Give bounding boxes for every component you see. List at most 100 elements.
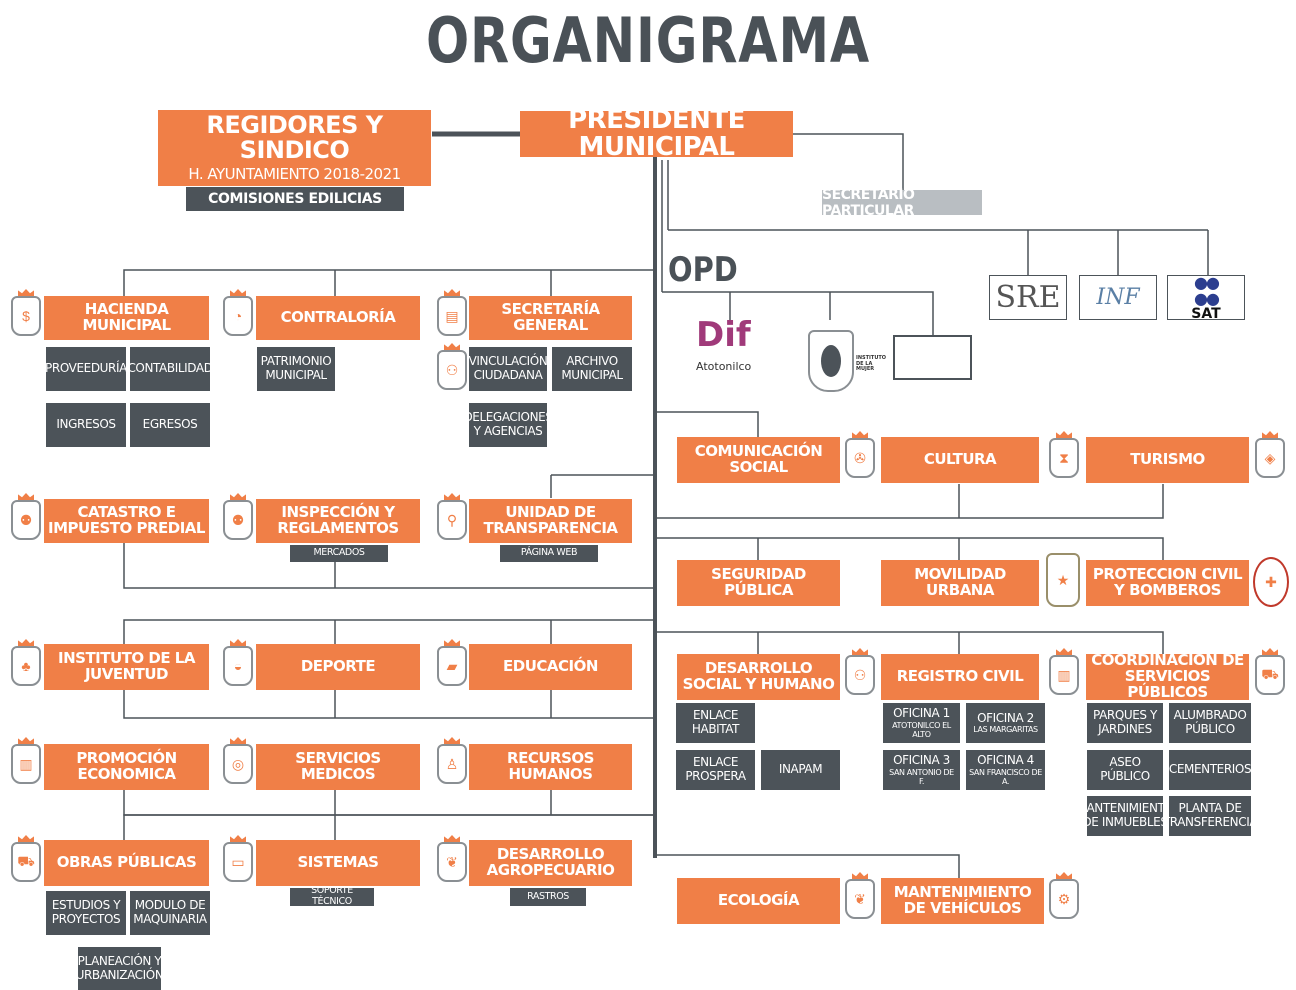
servicios-publicos-box[interactable]: COORDINACIÓN DE SERVICIOS PÚBLICOS [1086,653,1249,700]
archivo-box[interactable]: ARCHIVO MUNICIPAL [552,347,632,391]
soporte-box[interactable]: SOPORTE TÉCNICO [290,885,374,907]
desarrollo-social-box[interactable]: DESARROLLO SOCIAL Y HUMANO [677,654,840,700]
wheat-icon: ❦ [437,842,467,882]
movilidad-box[interactable]: MOVILIDAD URBANA [881,560,1039,606]
ecologia-box[interactable]: ECOLOGÍA [677,878,840,924]
enlace-prospera-box[interactable]: ENLACE PROSPERA [676,750,755,790]
sre-box[interactable]: SRE [989,275,1067,320]
tree-icon: ♣ [11,646,41,686]
turismo-box[interactable]: TURISMO [1086,437,1249,483]
estudios-box[interactable]: ESTUDIOS Y PROYECTOS [46,891,126,935]
oficina1-label: OFICINA 1 [893,705,950,720]
proteccion-box[interactable]: PROTECCION CIVIL Y BOMBEROS [1086,560,1249,606]
planeacion-box[interactable]: PLANEACIÓN Y URBANIZACIÓN [76,947,164,990]
police-badge-icon: ★ [1046,553,1080,607]
sistemas-box[interactable]: SISTEMAS [256,840,420,886]
enlace-habitat-box[interactable]: ENLACE HABITAT [676,703,755,743]
camera-icon: ✇ [845,438,875,478]
registry-book-icon: ▥ [1049,655,1079,695]
bar-chart-icon: ▥ [11,744,41,784]
regidores-box[interactable]: REGIDORES Y SINDICO H. AYUNTAMIENTO 2018… [158,110,431,186]
dif-logo-sub: Atotonilco [696,360,752,373]
desarrollo-agro-box[interactable]: DESARROLLO AGROPECUARIO [469,840,632,886]
inspector-icon: ⚉ [223,500,253,540]
oficina4-label: OFICINA 4 [977,752,1034,767]
instituto-mujer-label: INSTITUTO DE LA MUJER [856,355,887,372]
cultura-box[interactable]: CULTURA [881,437,1039,483]
oficina1-loc: ATOTONILCO EL ALTO [892,720,951,739]
people-icon: ⚇ [437,350,467,390]
oficina3-loc: SAN ANTONIO DE F. [889,767,954,786]
inapam-box[interactable]: INAPAM [761,750,840,790]
sre-logo: SRE [995,280,1061,315]
instituto-mujer-icon[interactable] [808,330,854,392]
pagina-web-box[interactable]: PÁGINA WEB [500,545,598,562]
magnifier-icon: ⚲ [437,500,467,540]
juventud-box[interactable]: INSTITUTO DE LA JUVENTUD [44,644,209,690]
hacienda-box[interactable]: HACIENDA MUNICIPAL [44,296,209,340]
tourism-icon: ◈ [1255,438,1285,478]
sat-label: SAT [1191,305,1221,322]
opd-empty-box[interactable] [893,335,972,380]
ingresos-box[interactable]: INGRESOS [46,403,126,447]
mantenimiento-vehiculos-box[interactable]: MANTENIMIENTO DE VEHÍCULOS [881,878,1044,924]
dif-logo-text: Dif [696,315,751,355]
culture-icon: ⧗ [1049,438,1079,478]
secretaria-general-box[interactable]: SECRETARÍA GENERAL [469,296,632,340]
comunicacion-box[interactable]: COMUNICACIÓN SOCIAL [677,437,840,483]
oficina2-loc: LAS MARGARITAS [973,725,1038,735]
servicios-medicos-box[interactable]: SERVICIOS MEDICOS [256,744,420,790]
obras-box[interactable]: OBRAS PÚBLICAS [44,840,209,886]
presidente-municipal-box[interactable]: PRESIDENTE MUNICIPAL [520,106,793,161]
inf-box[interactable]: INF [1079,275,1157,320]
contraloria-box[interactable]: CONTRALORÍA [256,296,420,340]
construction-icon: ⛟ [11,842,41,882]
page-title: ORGANIGRAMA [425,4,871,77]
family-icon: ⚇ [845,655,875,695]
gear-icon: ⚙ [1049,879,1079,919]
dif-logo[interactable]: Dif Atotonilco [696,318,760,398]
deporte-box[interactable]: DEPORTE [256,644,420,690]
medical-icon: ◎ [223,744,253,784]
sat-box[interactable]: ●●●●SAT [1167,274,1245,322]
oficina4-loc: SAN FRANCISCO DE A. [969,767,1042,786]
planta-box[interactable]: PLANTA DE TRANSFERENCIA [1163,796,1258,836]
seguridad-box[interactable]: SEGURIDAD PÚBLICA [677,560,840,606]
proveeduria-box[interactable]: PROVEEDURÍA [45,347,127,391]
alumbrado-box[interactable]: ALUMBRADO PÚBLICO [1169,703,1251,743]
mercados-box[interactable]: MERCADOS [290,545,388,562]
vinculacion-box[interactable]: VINCULACIÓN CIUDADANA [469,347,548,391]
mantenimiento-inmuebles-box[interactable]: MANTENIMIENTO DE INMUEBLES [1077,796,1174,836]
catastro-box[interactable]: CATASTRO E IMPUESTO PREDIAL [44,499,209,543]
opd-label: OPD [668,250,738,290]
leaf-icon: ❦ [845,879,875,919]
money-icon: $ [11,296,41,336]
promocion-box[interactable]: PROMOCIÓN ECONOMICA [44,744,209,790]
inspeccion-box[interactable]: INSPECCIÓN Y REGLAMENTOS [256,499,420,543]
cementerios-box[interactable]: CEMENTERIOS [1169,750,1252,790]
regidores-sub: H. AYUNTAMIENTO 2018-2021 [188,165,401,184]
recursos-humanos-box[interactable]: RECURSOS HUMANOS [469,744,632,790]
transparencia-box[interactable]: UNIDAD DE TRANSPARENCIA [469,499,632,543]
document-icon: ▤ [437,296,467,336]
educacion-box[interactable]: EDUCACIÓN [469,644,632,690]
aseo-box[interactable]: ASEO PÚBLICO [1087,750,1163,790]
secretario-particular-box[interactable]: SECRETARIO PARTICULAR [822,187,982,219]
registro-civil-box[interactable]: REGISTRO CIVIL [881,654,1039,700]
comisiones-edilicias-box[interactable]: COMISIONES EDILICIAS [186,187,404,211]
parques-box[interactable]: PARQUES Y JARDINES [1087,703,1163,743]
rastros-box[interactable]: RASTROS [510,888,586,906]
truck-icon: ⛟ [1255,655,1285,695]
patrimonio-box[interactable]: PATRIMONIO MUNICIPAL [257,347,335,391]
oficina3-label: OFICINA 3 [893,752,950,767]
oficina2-label: OFICINA 2 [977,710,1034,725]
egresos-box[interactable]: EGRESOS [130,403,210,447]
delegaciones-box[interactable]: DELEGACIONES Y AGENCIAS [463,403,553,447]
contabilidad-box[interactable]: CONTABILIDAD [127,347,213,391]
modulo-box[interactable]: MODULO DE MAQUINARIA [130,891,210,935]
